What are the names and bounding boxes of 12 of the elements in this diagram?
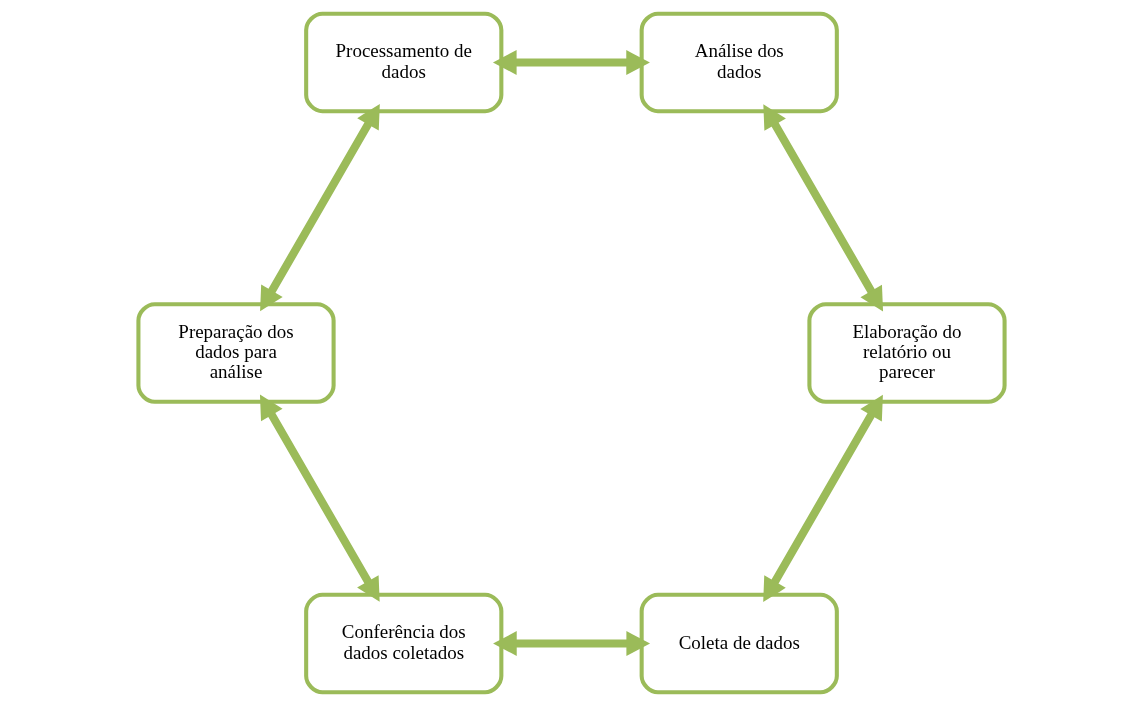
arrow (763, 104, 884, 312)
node-box: Análise dos dados (639, 11, 839, 114)
arrow (493, 631, 651, 656)
node-box: Elaboração do relatório ou parecer (807, 302, 1007, 404)
arrow (260, 103, 380, 312)
arrow (763, 394, 883, 603)
arrow (492, 50, 650, 75)
node-box: Preparação dos dados para análise (136, 302, 336, 404)
arrow (259, 394, 380, 602)
node-box: Conferência dos dados coletados (304, 592, 504, 695)
node-box: Processamento de dados (304, 11, 504, 114)
node-box: Coleta de dados (639, 592, 839, 695)
